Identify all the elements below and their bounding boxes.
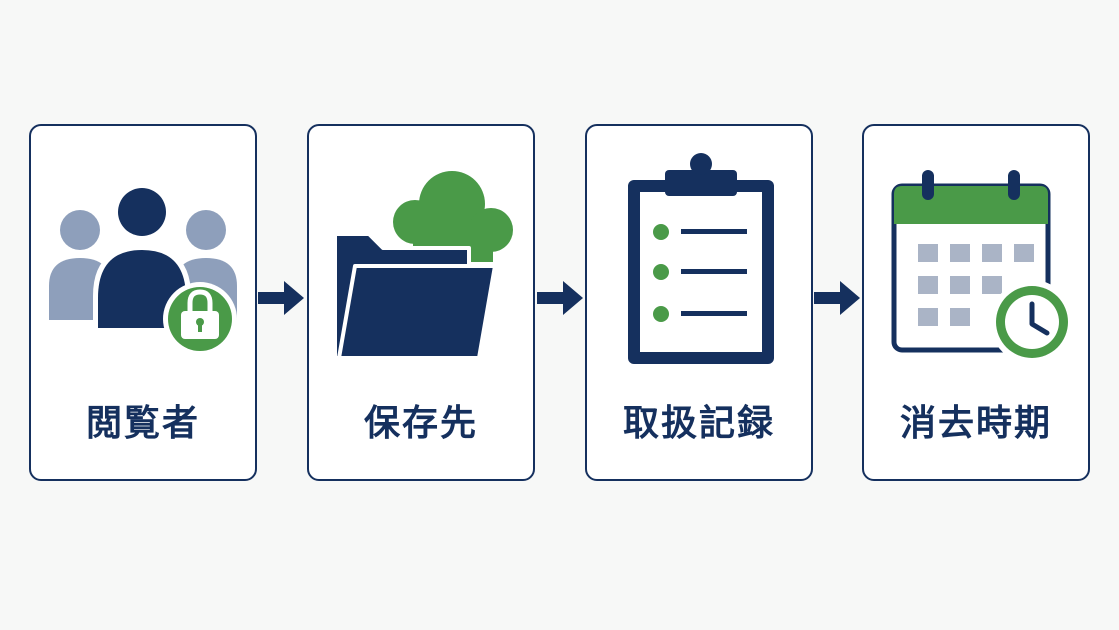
- step-card-storage: 保存先: [307, 124, 535, 481]
- calendar-clock-icon: [891, 170, 1074, 364]
- clipboard-list-icon: [628, 153, 774, 364]
- arrow-right-icon: [814, 281, 860, 315]
- arrow-right-icon: [537, 281, 583, 315]
- step-card-records: 取扱記録: [585, 124, 813, 481]
- arrow-right-icon: [258, 281, 304, 315]
- users-lock-icon: [49, 184, 237, 356]
- step-card-deletion: 消去時期: [862, 124, 1090, 481]
- folder-cloud-icon: [333, 171, 513, 360]
- step-label: 取扱記録: [622, 403, 775, 444]
- step-label: 消去時期: [899, 403, 1052, 444]
- step-label: 閲覧者: [85, 403, 200, 444]
- step-label: 保存先: [363, 403, 478, 444]
- step-card-viewers: 閲覧者: [29, 124, 257, 481]
